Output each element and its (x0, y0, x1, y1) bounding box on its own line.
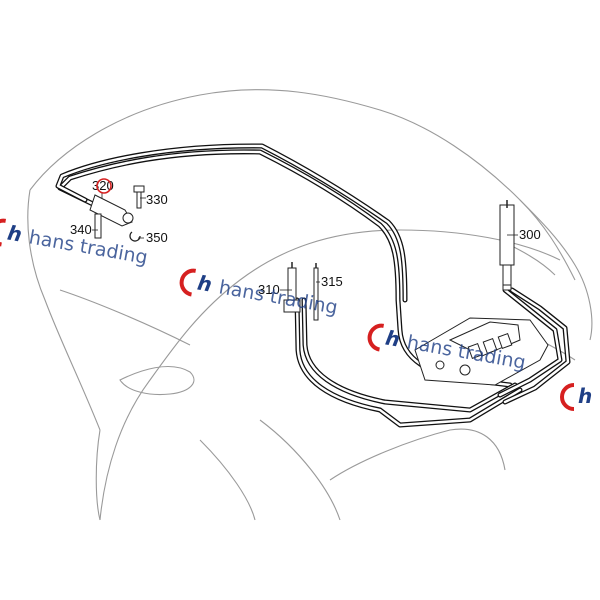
pin-part-340 (94, 213, 102, 239)
hydraulic-pump-unit (414, 317, 549, 386)
cylinder-part-300 (499, 200, 515, 291)
cylinder-part-310 (283, 262, 301, 313)
label-part-310: 310 (258, 282, 280, 297)
svg-text:h: h (384, 326, 402, 352)
h-logo-icon: h (179, 268, 214, 297)
label-part-315: 315 (321, 274, 343, 289)
screw-part-330 (133, 185, 145, 209)
h-logo-icon: h (367, 323, 402, 352)
rod-part-315 (313, 263, 319, 321)
label-part-340: 340 (70, 222, 92, 237)
label-part-330: 330 (146, 192, 168, 207)
label-part-350: 350 (146, 230, 168, 245)
watermark-4-logo: h (560, 383, 592, 411)
label-part-300: 300 (519, 227, 541, 242)
svg-text:h: h (578, 384, 592, 408)
leader-lines (92, 192, 518, 291)
highlight-circle-320 (96, 178, 112, 194)
hydraulic-lines (55, 143, 571, 428)
h-logo-icon: h (0, 218, 24, 247)
valve-part-320 (89, 194, 134, 227)
ring-part-350 (129, 231, 141, 242)
svg-text:h: h (196, 271, 214, 297)
svg-text:h: h (6, 221, 24, 247)
h-logo-icon: h (560, 383, 592, 411)
